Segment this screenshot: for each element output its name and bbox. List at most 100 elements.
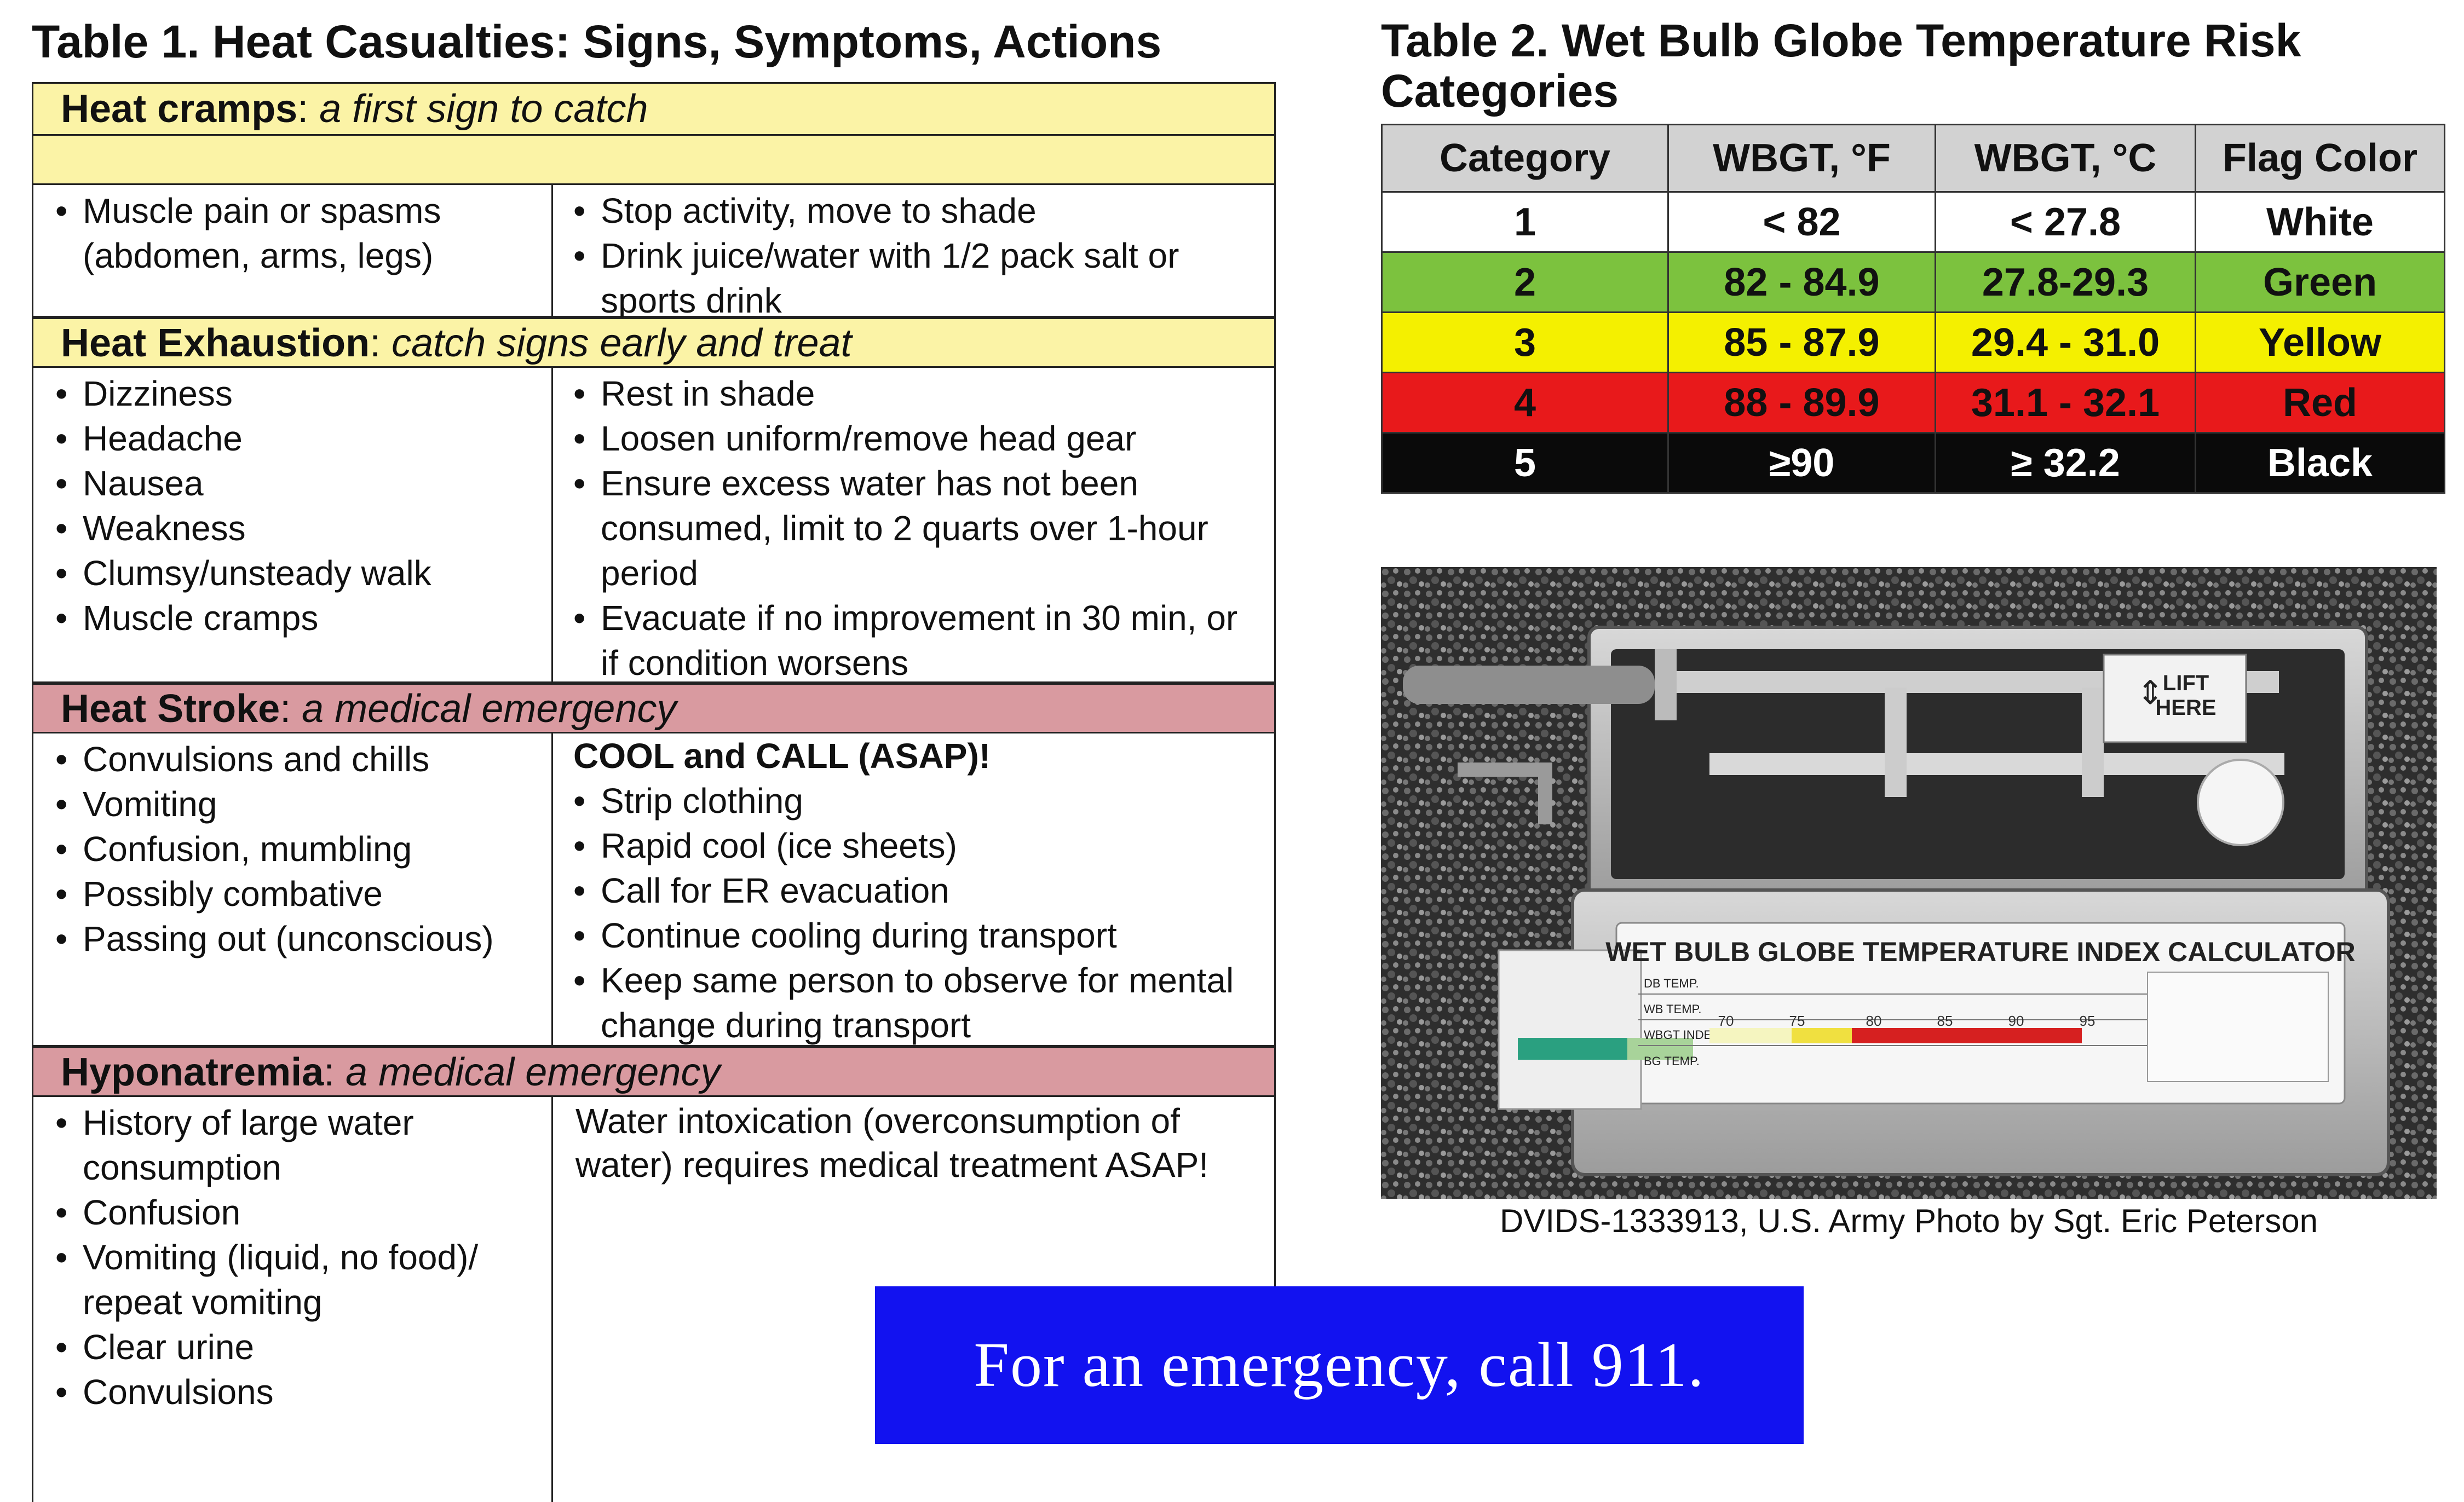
heat-stroke-signs: Convulsions and chills Vomiting Confusio…: [33, 733, 553, 1045]
sign-item: History of large water consumption: [55, 1100, 540, 1190]
action-item: Strip clothing: [573, 778, 1263, 823]
heat-stroke-body: Convulsions and chills Vomiting Confusio…: [32, 733, 1276, 1047]
heat-cramps-header: Heat cramps: a first sign to catch: [32, 82, 1276, 185]
hyponatremia-actions: Water intoxication (overconsumption of w…: [551, 1097, 1276, 1344]
flag-color-cell: Yellow: [2195, 311, 2445, 373]
table-header-row: Category WBGT, °F WBGT, °C Flag Color: [1381, 124, 2445, 193]
action-item: Ensure excess water has not been consume…: [573, 461, 1263, 596]
scale-number: 70: [1718, 1013, 1734, 1029]
column-header: WBGT, °C: [1935, 124, 2196, 193]
wbgt-f-cell: 85 - 87.9: [1667, 311, 1936, 373]
flag-color-cell: Black: [2195, 432, 2445, 494]
scale-number: 80: [1866, 1013, 1882, 1029]
device-title: WET BULB GLOBE TEMPERATURE INDEX CALCULA…: [1605, 937, 2355, 967]
sign-item: Weakness: [55, 506, 540, 551]
category-cell: 2: [1381, 251, 1669, 313]
heat-exhaustion-actions: Rest in shade Loosen uniform/remove head…: [551, 368, 1274, 683]
wbgt-risk-table: Category WBGT, °F WBGT, °C Flag Color 1<…: [1381, 124, 2445, 494]
action-item: Stop activity, move to shade: [573, 188, 1263, 233]
cool-and-call-heading: COOL and CALL (ASAP)!: [573, 736, 991, 776]
flag-color-cell: White: [2195, 191, 2445, 253]
sign-item: Vomiting (liquid, no food)/ repeat vomit…: [55, 1235, 540, 1325]
action-item: Call for ER evacuation: [573, 868, 1263, 913]
table2-title: Table 2. Wet Bulb Globe Temperature Risk…: [1381, 15, 2301, 117]
heat-exhaustion-signs: Dizziness Headache Nausea Weakness Clums…: [33, 368, 553, 681]
row-label: DB TEMP.: [1644, 977, 1699, 990]
action-item: Rapid cool (ice sheets): [573, 823, 1263, 868]
scale-number: 90: [2008, 1013, 2024, 1029]
sign-item: Convulsions and chills: [55, 737, 540, 782]
wbgt-c-cell: < 27.8: [1935, 191, 2196, 253]
lift-here-label: LIFT: [2163, 671, 2209, 695]
flag-color-cell: Green: [2195, 251, 2445, 313]
wbgt-c-cell: 31.1 - 32.1: [1935, 372, 2196, 434]
section-name: Heat Exhaustion: [61, 321, 370, 365]
category-cell: 5: [1381, 432, 1669, 494]
category-cell: 3: [1381, 311, 1669, 373]
hyponatremia-header: Hyponatremia: a medical emergency: [32, 1047, 1276, 1097]
hyponatremia-signs: History of large water consumption Confu…: [33, 1097, 553, 1502]
section-subtitle: a medical emergency: [302, 687, 677, 731]
row-label: BG TEMP.: [1644, 1054, 1700, 1068]
section-name: Heat Stroke: [61, 687, 280, 731]
scale-number: 85: [1937, 1013, 1953, 1029]
sign-item: Dizziness: [55, 371, 540, 416]
wbgt-f-cell: ≥90: [1667, 432, 1936, 494]
action-item: Evacuate if no improvement in 30 min, or…: [573, 596, 1263, 685]
wbgt-f-cell: 88 - 89.9: [1667, 372, 1936, 434]
sign-item: Muscle pain or spasms (abdomen, arms, le…: [55, 188, 540, 278]
heat-cramps-body: Muscle pain or spasms (abdomen, arms, le…: [32, 185, 1276, 320]
scale-number: 75: [1789, 1013, 1805, 1029]
arrow-icon: ⇕: [2137, 674, 2164, 712]
wbgt-c-cell: 29.4 - 31.0: [1935, 311, 2196, 373]
photo-caption: DVIDS-1333913, U.S. Army Photo by Sgt. E…: [1499, 1203, 2318, 1239]
lift-here-label-2: HERE: [2155, 696, 2216, 720]
row-label: WBGT INDEX: [1644, 1028, 1720, 1042]
action-item: Loosen uniform/remove head gear: [573, 416, 1263, 461]
sign-item: Confusion, mumbling: [55, 827, 540, 871]
category-cell: 1: [1381, 191, 1669, 253]
wbgt-f-cell: 82 - 84.9: [1667, 251, 1936, 313]
sign-item: Muscle cramps: [55, 596, 540, 640]
action-item: Keep same person to observe for mental c…: [573, 958, 1263, 1048]
wbgt-f-cell: < 82: [1667, 191, 1936, 253]
hyponatremia-body: History of large water consumption Confu…: [32, 1097, 1276, 1502]
table1-title: Table 1. Heat Casualties: Signs, Symptom…: [32, 16, 1162, 67]
calculator-illustration: LIFT HERE ⇕ WET BULB GLOBE TEMPERATURE I…: [1381, 567, 2437, 1199]
sign-item: Vomiting: [55, 782, 540, 827]
heat-casualties-table: Heat cramps: a first sign to catch Muscl…: [32, 82, 1276, 1502]
sign-item: Headache: [55, 416, 540, 461]
wbgt-c-cell: ≥ 32.2: [1935, 432, 2196, 494]
wbgt-c-cell: 27.8-29.3: [1935, 251, 2196, 313]
sign-item: Clear urine: [55, 1325, 540, 1370]
sign-item: Possibly combative: [55, 871, 540, 916]
section-subtitle: catch signs early and treat: [392, 321, 852, 365]
action-item: Drink juice/water with 1/2 pack salt or …: [573, 233, 1263, 323]
heat-cramps-signs: Muscle pain or spasms (abdomen, arms, le…: [33, 185, 553, 316]
action-item: Rest in shade: [573, 371, 1263, 416]
sign-item: Confusion: [55, 1190, 540, 1235]
action-item: Continue cooling during transport: [573, 913, 1263, 958]
category-cell: 4: [1381, 372, 1669, 434]
section-subtitle: a first sign to catch: [319, 87, 648, 131]
emergency-banner: For an emergency, call 911.: [875, 1286, 1804, 1444]
column-header: WBGT, °F: [1667, 124, 1936, 193]
wbgt-calculator-photo: LIFT HERE ⇕ WET BULB GLOBE TEMPERATURE I…: [1381, 567, 2437, 1199]
heat-stroke-actions: COOL and CALL (ASAP)! Strip clothing Rap…: [551, 733, 1274, 1045]
sign-item: Clumsy/unsteady walk: [55, 551, 540, 596]
flag-color-cell: Red: [2195, 372, 2445, 434]
row-label: WB TEMP.: [1644, 1002, 1702, 1016]
section-name: Hyponatremia: [61, 1050, 324, 1094]
sign-item: Nausea: [55, 461, 540, 506]
hyponatremia-action-text: Water intoxication (overconsumption of w…: [575, 1101, 1209, 1185]
column-header: Category: [1381, 124, 1669, 193]
sign-item: Passing out (unconscious): [55, 916, 540, 961]
section-subtitle: a medical emergency: [346, 1050, 721, 1094]
scale-number: 95: [2080, 1013, 2095, 1029]
column-header: Flag Color: [2195, 124, 2445, 193]
